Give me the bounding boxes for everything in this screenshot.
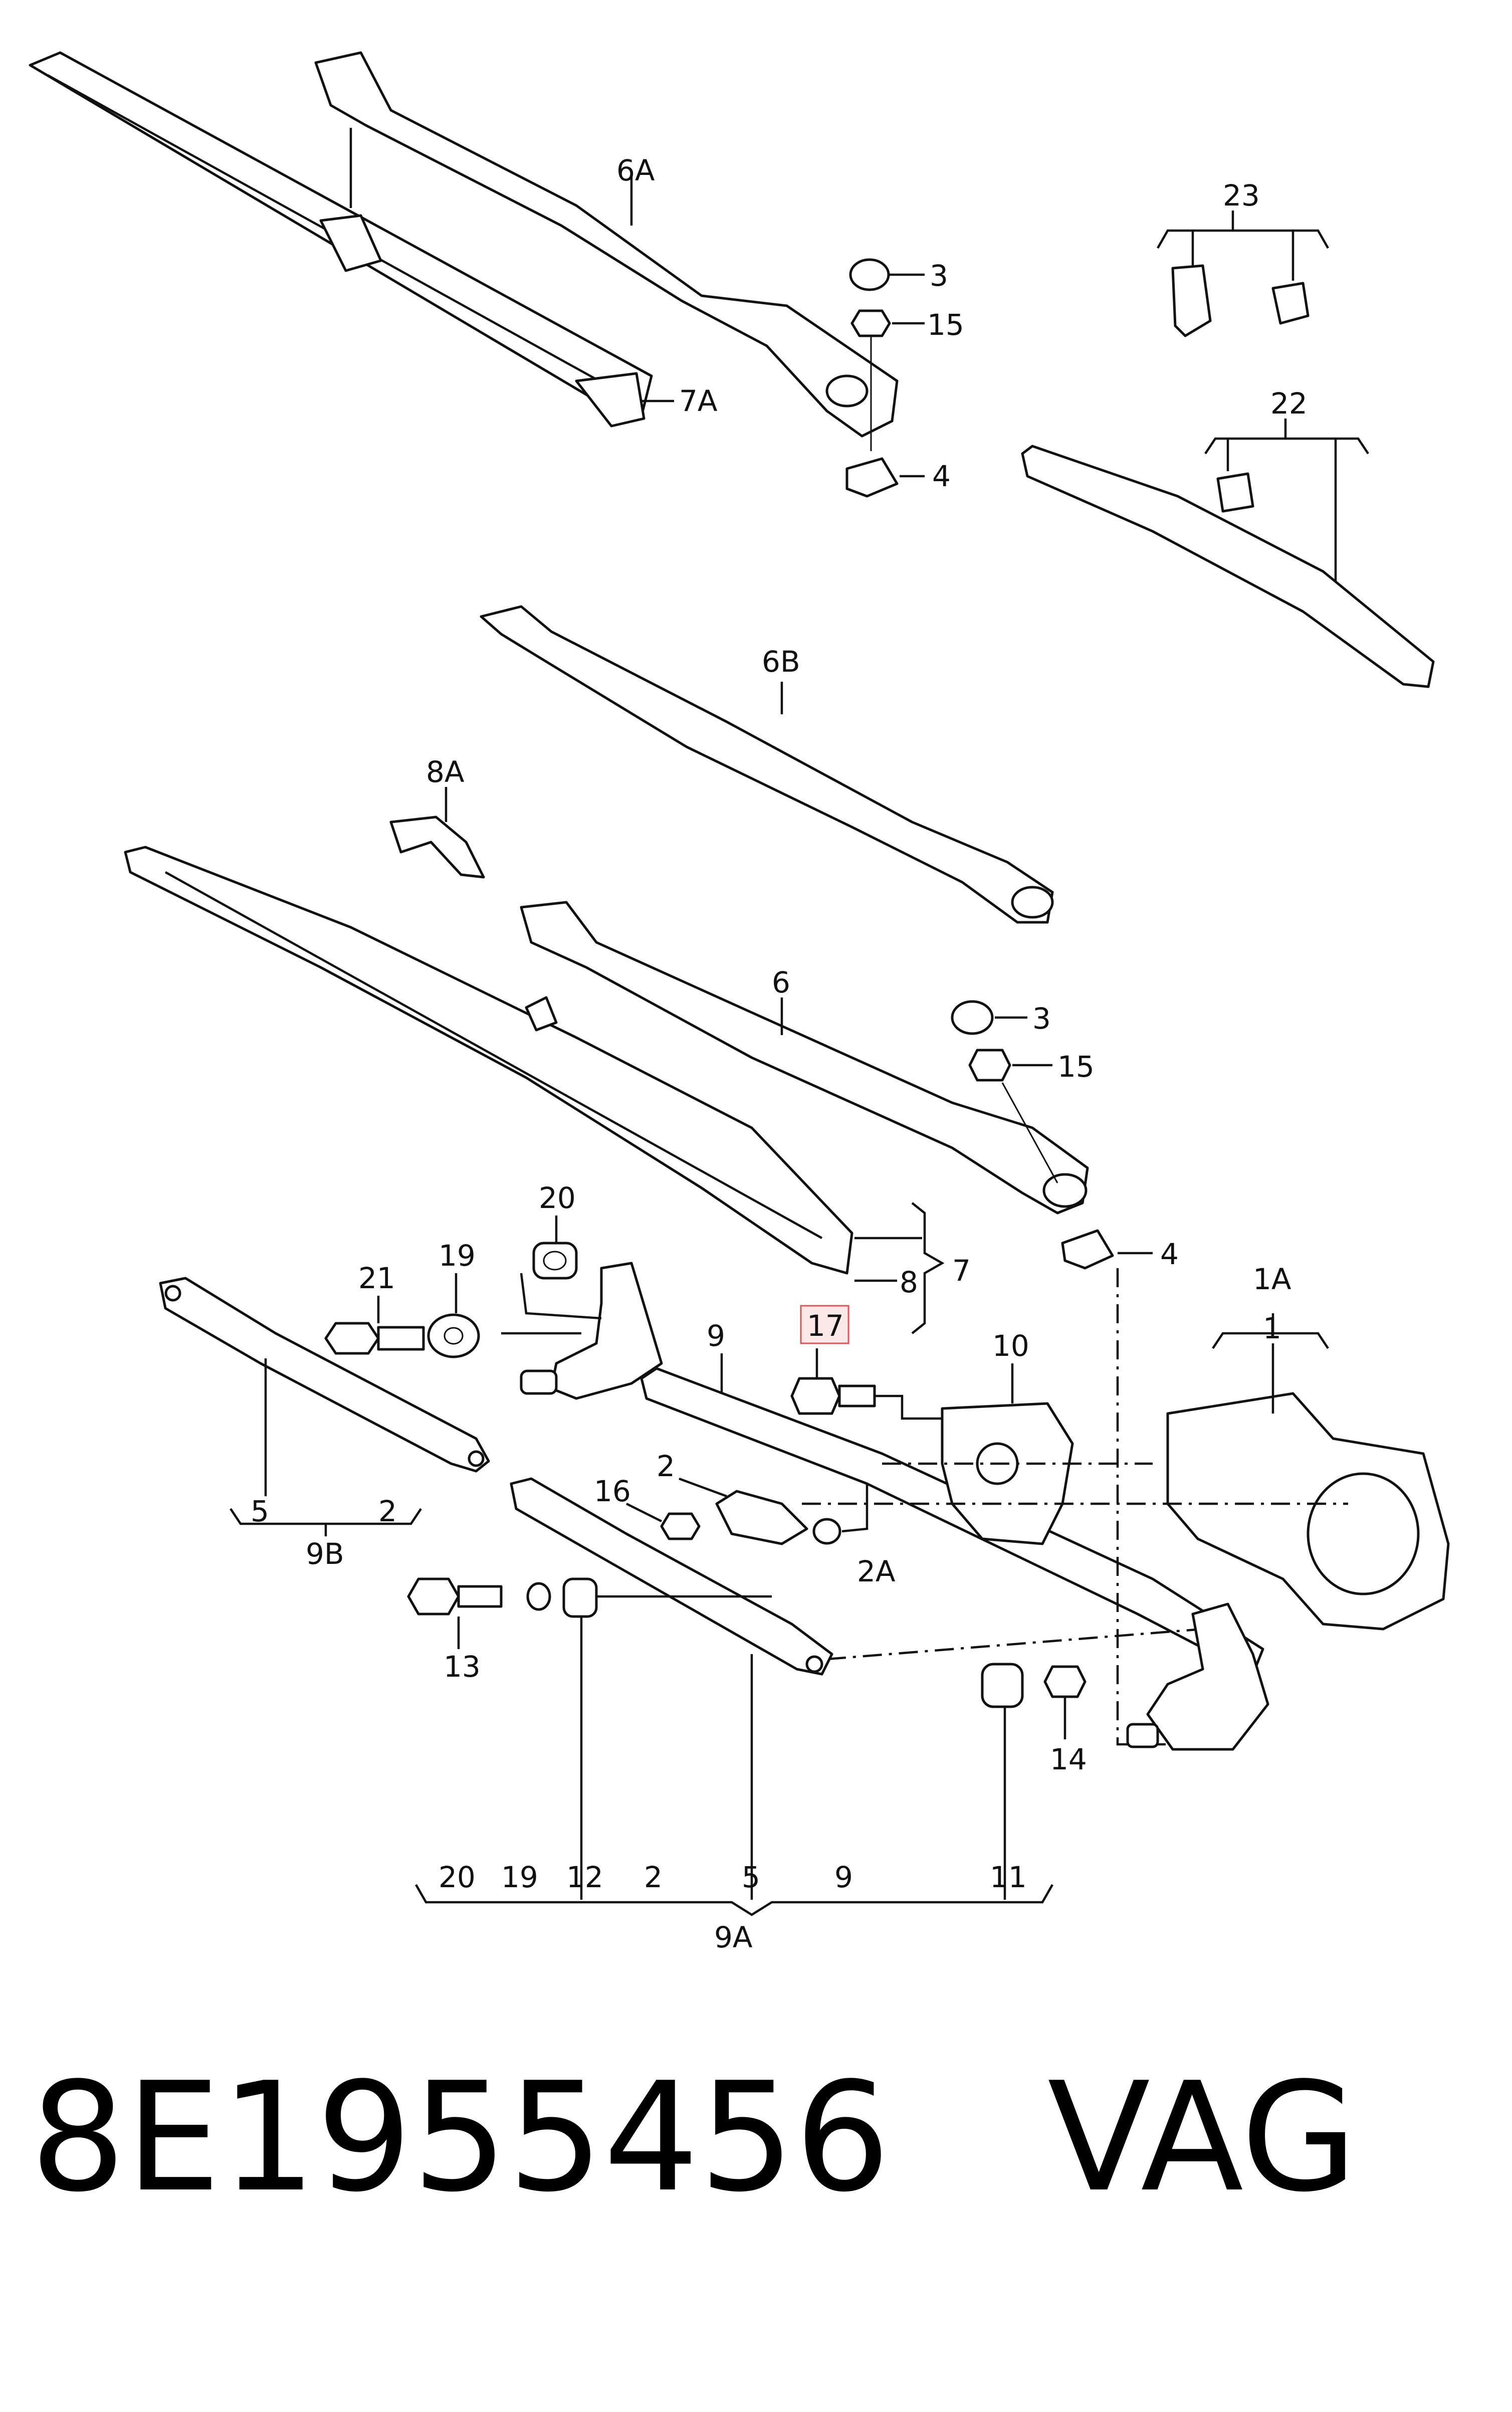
nut-15-mid[interactable] — [968, 1049, 1011, 1082]
bolt-13[interactable] — [407, 1577, 503, 1616]
wiper-motor-1[interactable] — [1166, 1392, 1450, 1631]
cap-3-mid[interactable] — [951, 1000, 994, 1035]
part-number: 8E1955456 — [30, 2050, 891, 2225]
label-14: 14 — [1050, 1742, 1087, 1776]
linkage-rod-9B[interactable] — [159, 1277, 490, 1473]
label-3-top: 3 — [930, 259, 948, 293]
link-rod-5[interactable] — [510, 1477, 833, 1676]
label-9B: 9B — [306, 1537, 344, 1571]
cover-strip-22[interactable] — [1021, 445, 1435, 688]
label-4-mid: 4 — [1160, 1237, 1179, 1271]
label-13: 13 — [444, 1650, 481, 1684]
label-15-top: 15 — [927, 308, 964, 342]
cap-3-top[interactable] — [849, 258, 890, 291]
label-1: 1 — [1263, 1311, 1281, 1345]
washer-4-top[interactable] — [845, 457, 899, 498]
label-9A-item: 5 — [742, 1860, 760, 1894]
label-16: 16 — [594, 1474, 631, 1508]
label-9A: 9A — [714, 1920, 753, 1954]
nut-14[interactable] — [1043, 1665, 1087, 1698]
clip-23-b[interactable] — [1271, 282, 1310, 325]
label-9A-item: 12 — [566, 1860, 603, 1894]
label-22: 22 — [1270, 386, 1308, 421]
wiper-blade-7A[interactable] — [29, 51, 653, 428]
bushing-20[interactable] — [532, 1242, 578, 1280]
pivot-bracket-right[interactable] — [1126, 1602, 1269, 1751]
label-9A-item: 11 — [990, 1860, 1027, 1894]
label-1A: 1A — [1253, 1262, 1291, 1296]
label-7A: 7A — [679, 384, 718, 418]
part-17-highlight — [800, 1305, 849, 1344]
ball-stud-2[interactable] — [715, 1490, 808, 1545]
nut-15-top[interactable] — [850, 309, 891, 337]
label-10: 10 — [992, 1329, 1029, 1363]
bolt-21[interactable] — [324, 1322, 425, 1355]
washer-4-mid[interactable] — [1061, 1229, 1114, 1270]
label-7: 7 — [952, 1254, 971, 1288]
label-9A-item: 20 — [439, 1860, 476, 1894]
label-21: 21 — [358, 1261, 395, 1295]
label-2A: 2A — [857, 1554, 896, 1588]
label-6: 6 — [772, 965, 790, 999]
wiper-blade-8[interactable] — [124, 846, 853, 1275]
label-2-9B: 2 — [378, 1494, 397, 1528]
wiper-arm-6B[interactable] — [480, 605, 1054, 924]
bushing-20-lower[interactable] — [562, 1577, 598, 1618]
brand: VAG — [1047, 2050, 1358, 2225]
label-4-top: 4 — [932, 459, 951, 493]
label-3-mid: 3 — [1032, 1001, 1051, 1036]
label-2: 2 — [657, 1449, 675, 1483]
washer-2A[interactable] — [812, 1518, 841, 1545]
pivot-bracket-left[interactable] — [520, 1262, 663, 1400]
label-8: 8 — [900, 1265, 918, 1299]
label-9: 9 — [707, 1319, 725, 1353]
washer-12[interactable] — [526, 1582, 551, 1611]
label-9A-item: 2 — [644, 1860, 663, 1894]
label-15-mid: 15 — [1057, 1050, 1095, 1084]
label-6A: 6A — [616, 153, 655, 187]
nut-16[interactable] — [660, 1512, 701, 1540]
linkage-tube-9[interactable] — [640, 1367, 1264, 1676]
label-6B: 6B — [762, 645, 800, 679]
label-23: 23 — [1223, 178, 1260, 213]
label-17: 17 — [807, 1309, 844, 1343]
label-9A-item: 9 — [834, 1860, 853, 1894]
clip-8A[interactable] — [389, 816, 485, 879]
clip-23-a[interactable] — [1171, 264, 1212, 337]
label-19: 19 — [439, 1239, 476, 1273]
wiper-arm-6A[interactable] — [314, 51, 899, 438]
label-5-9B: 5 — [251, 1494, 269, 1528]
label-20: 20 — [539, 1181, 576, 1215]
grommet-11[interactable] — [981, 1663, 1024, 1708]
label-8A: 8A — [426, 755, 465, 789]
bolt-17[interactable] — [790, 1377, 876, 1415]
label-9A-item: 19 — [501, 1860, 538, 1894]
part-number-footer: 8E1955456 VAG — [30, 2050, 1483, 2261]
wiper-arm-6[interactable] — [520, 901, 1089, 1215]
bushing-19[interactable] — [427, 1313, 480, 1358]
